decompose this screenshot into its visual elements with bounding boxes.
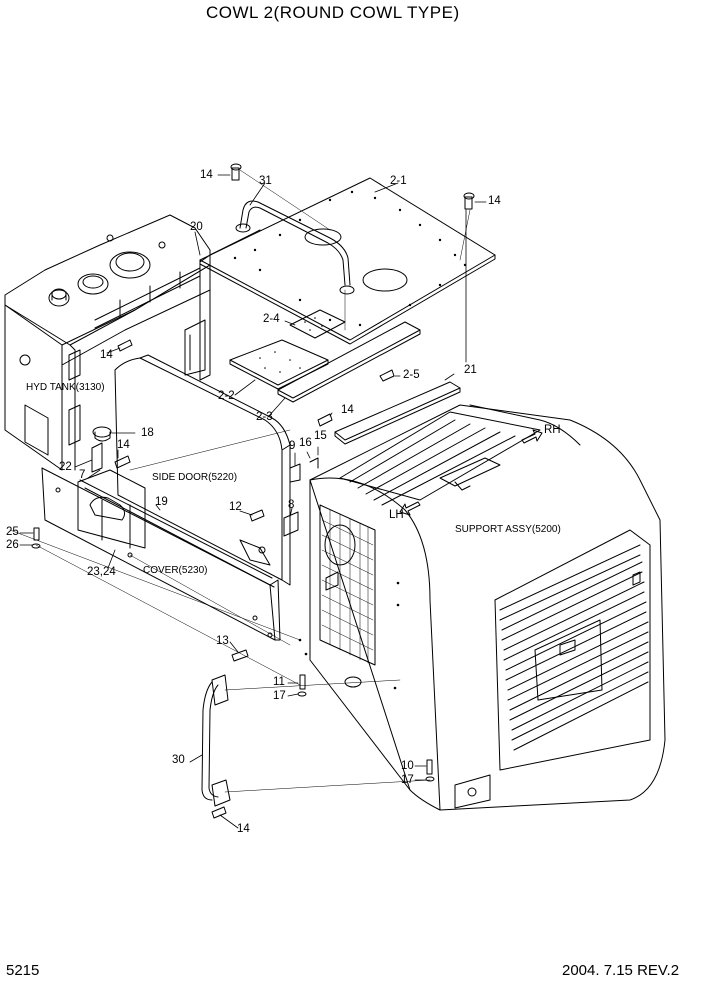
callout-16: 16 (299, 437, 312, 449)
bracket (78, 470, 145, 548)
support-assy-cowl (298, 405, 665, 810)
callout-18: 18 (141, 427, 154, 439)
callout-7: 7 (79, 469, 86, 481)
callout-26: 26 (6, 539, 19, 551)
callout-13: 13 (216, 635, 229, 647)
callout-2-4: 2-4 (263, 313, 280, 325)
callout-14-bottom: 14 (237, 823, 250, 835)
lower-cover (42, 468, 280, 640)
callout-10: 10 (401, 760, 414, 772)
callout-19: 19 (155, 496, 168, 508)
callout-22: 22 (59, 461, 72, 473)
callout-31: 31 (259, 175, 272, 187)
fasteners (32, 164, 474, 818)
phantom-lines (10, 170, 470, 792)
handrail-top (236, 201, 354, 294)
callout-23-24: 23,24 (87, 566, 116, 578)
callout-17-upper: 17 (273, 690, 286, 702)
ref-support-assy: SUPPORT ASSY(5200) (455, 524, 561, 535)
callout-20: 20 (190, 221, 203, 233)
callout-14-door: 14 (117, 439, 130, 451)
revision-date: 2004. 7.15 REV.2 (562, 962, 680, 979)
ref-cover: COVER(5230) (143, 565, 208, 576)
ref-side-door: SIDE DOOR(5220) (152, 472, 238, 483)
callout-25: 25 (6, 526, 19, 538)
side-strip (335, 382, 460, 444)
callout-9: 9 (289, 440, 296, 452)
callout-14-right: 14 (488, 195, 501, 207)
callout-21: 21 (464, 364, 477, 376)
callout-14-tank: 14 (100, 349, 113, 361)
callout-11: 11 (273, 676, 285, 688)
frame-panel (185, 230, 260, 380)
callout-14-top: 14 (200, 169, 213, 181)
callout-17-lower: 17 (401, 774, 414, 786)
callout-8: 8 (288, 499, 295, 511)
page-number: 5215 (6, 962, 40, 979)
hyd-tank (5, 215, 210, 470)
callout-2-3: 2-3 (256, 411, 273, 423)
ref-hyd-tank: HYD TANK(3130) (26, 382, 105, 393)
leader-lines (20, 175, 486, 828)
callout-12: 12 (229, 501, 242, 513)
callout-2-5: 2-5 (403, 369, 420, 381)
direction-rh: RH (544, 424, 561, 436)
callout-14-strip: 14 (341, 404, 354, 416)
callout-2-2: 2-2 (218, 390, 235, 402)
direction-arrows (400, 430, 542, 515)
small-plates (230, 310, 420, 402)
top-plate (200, 178, 495, 344)
callout-2-1: 2-1 (390, 175, 407, 187)
drawing-title: COWL 2(ROUND COWL TYPE) (206, 3, 460, 22)
callout-15: 15 (314, 430, 327, 442)
callout-30: 30 (172, 754, 185, 766)
handrail-side (202, 675, 230, 806)
direction-lh: LH (389, 509, 404, 521)
